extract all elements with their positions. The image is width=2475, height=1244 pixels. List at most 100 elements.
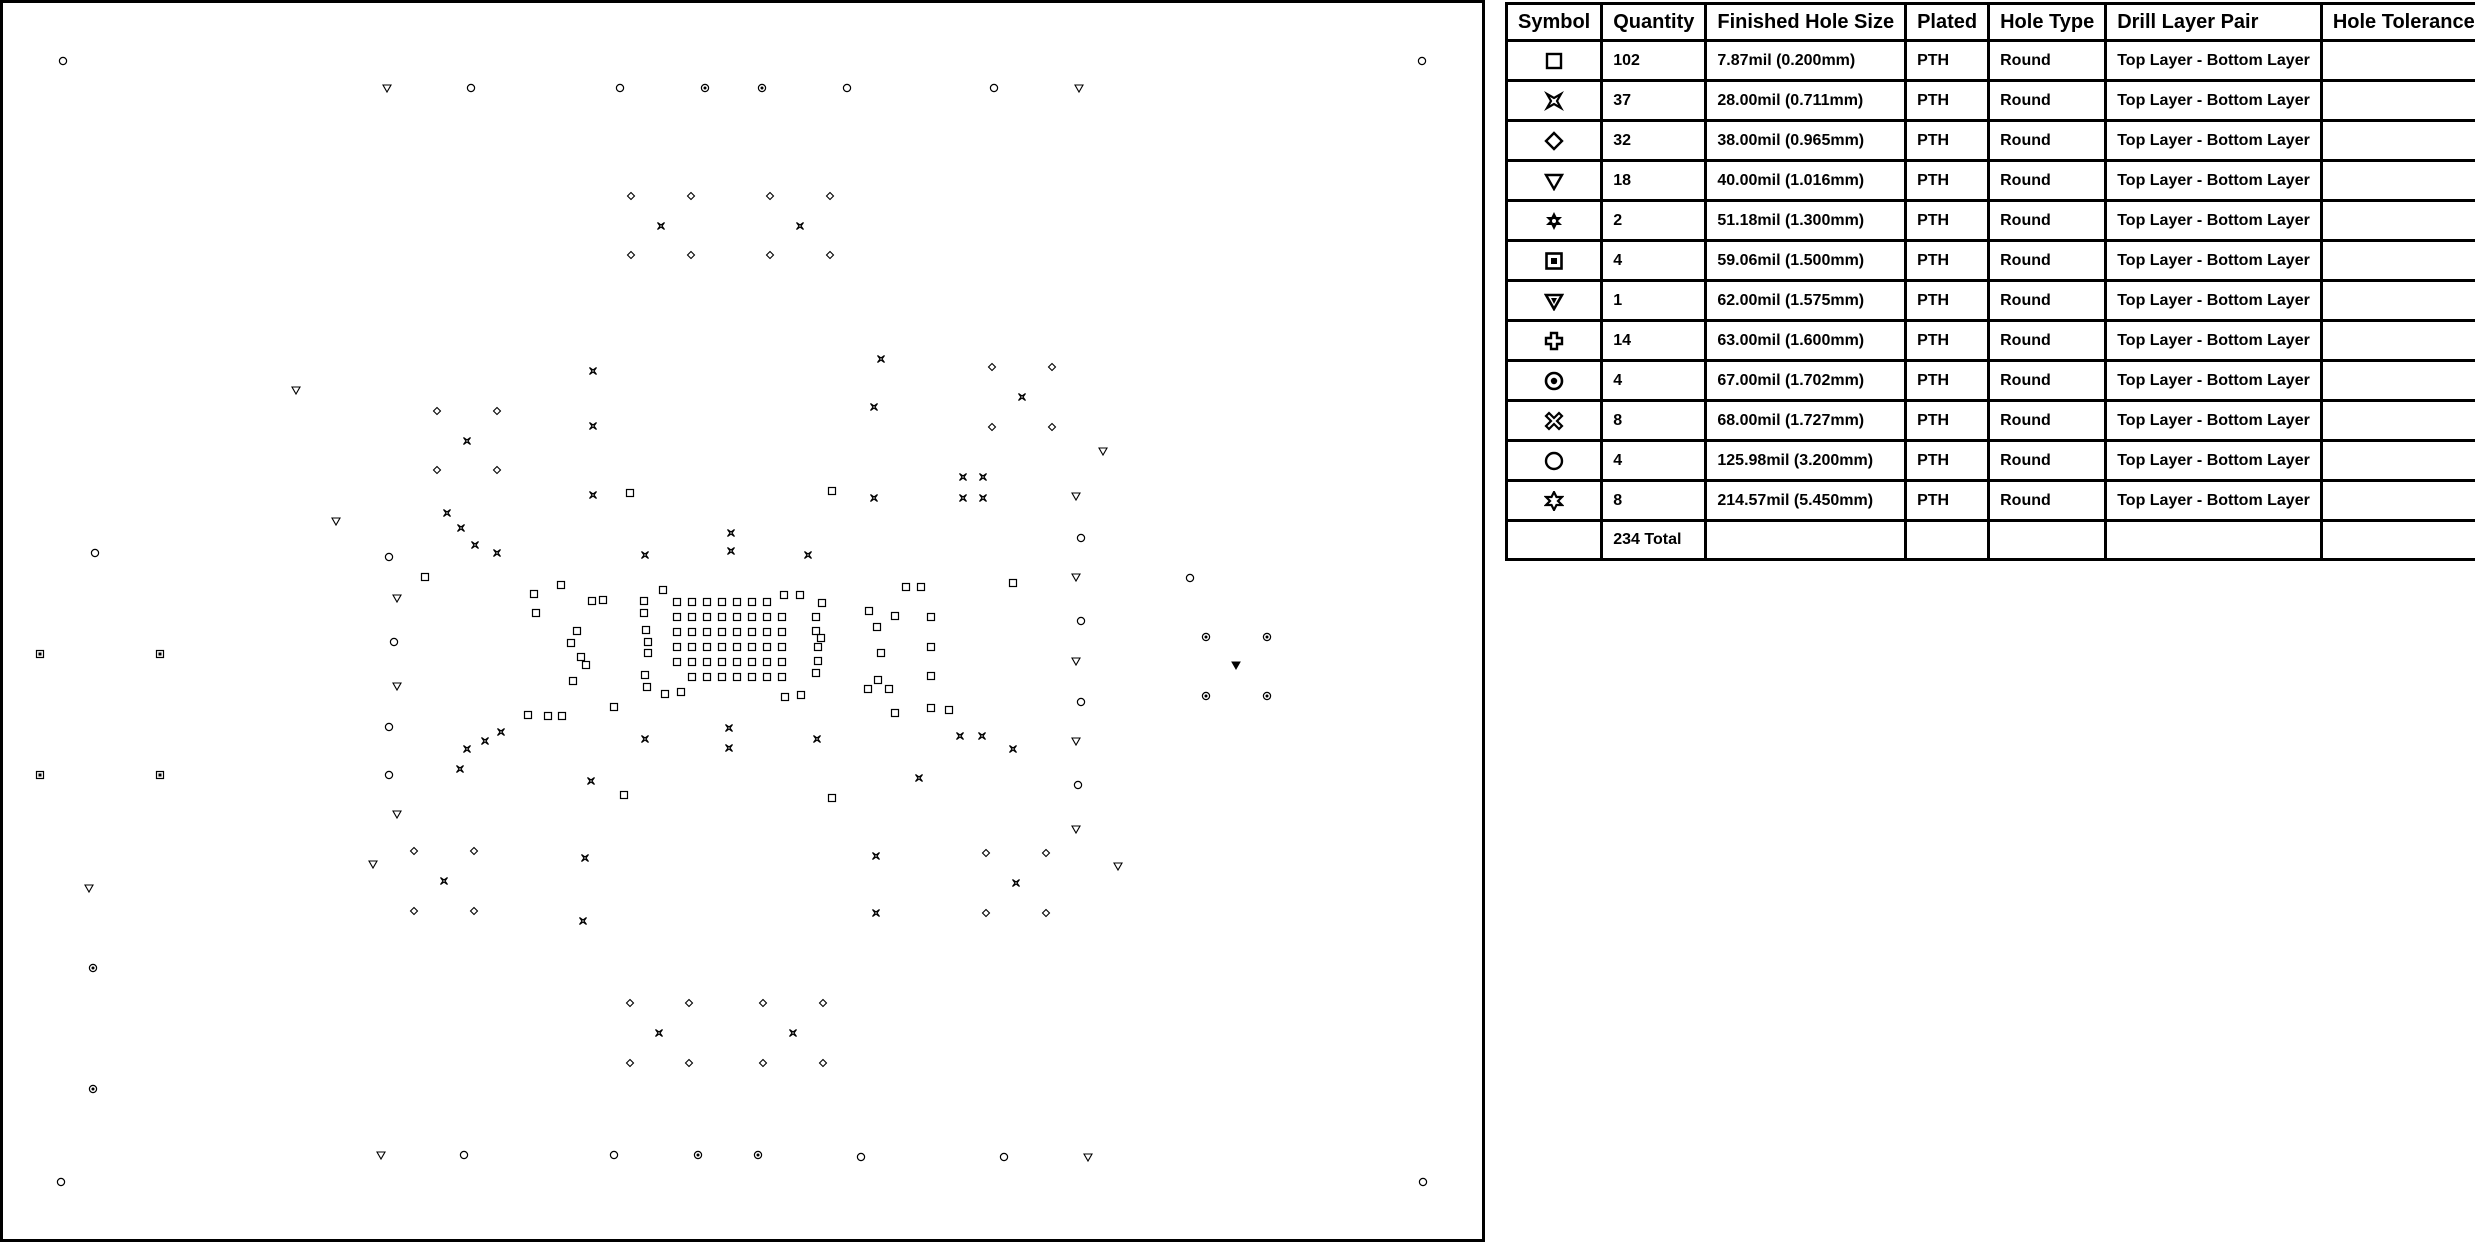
board-outline (0, 0, 1485, 1242)
row-drill-layer-pair: Top Layer - Bottom Layer (2104, 319, 2323, 362)
row-hole-type: Round (1987, 479, 2108, 522)
row-plated: PTH (1904, 359, 1991, 402)
row-finished-hole-size: 38.00mil (0.965mm) (1704, 119, 1908, 162)
row-hole-type: Round (1987, 79, 2108, 122)
row-drill-layer-pair: Top Layer - Bottom Layer (2104, 439, 2323, 482)
row-drill-layer-pair: Top Layer - Bottom Layer (2104, 39, 2323, 82)
row-finished-hole-size: 214.57mil (5.450mm) (1704, 479, 1908, 522)
diamond-icon (1504, 119, 1604, 162)
circle-double-icon (1504, 359, 1604, 402)
star-outline-icon (1504, 479, 1604, 522)
row-finished-hole-size: 59.06mil (1.500mm) (1704, 239, 1908, 282)
row-hole-type: Round (1987, 199, 2108, 242)
row-plated: PTH (1904, 399, 1991, 442)
row-quantity: 4 (1600, 439, 1708, 482)
row-hole-type: Round (1987, 399, 2108, 442)
row-quantity: 4 (1600, 359, 1708, 402)
header-hole-tolerance: Hole Tolerance (2319, 2, 2475, 42)
row-finished-hole-size: 7.87mil (0.200mm) (1704, 39, 1908, 82)
cross-outline-icon (1504, 319, 1604, 362)
row-quantity: 4 (1600, 239, 1708, 282)
row-hole-type: Round (1987, 119, 2108, 162)
row-drill-layer-pair: Top Layer - Bottom Layer (2104, 479, 2323, 522)
row-hole-type: Round (1987, 319, 2108, 362)
total-empty-cell (2104, 519, 2323, 561)
row-drill-layer-pair: Top Layer - Bottom Layer (2104, 199, 2323, 242)
row-drill-layer-pair: Top Layer - Bottom Layer (2104, 159, 2323, 202)
header-plated: Plated (1904, 2, 1991, 42)
row-finished-hole-size: 125.98mil (3.200mm) (1704, 439, 1908, 482)
square-icon (1504, 39, 1604, 82)
drill-drawing (0, 0, 1485, 1242)
row-drill-layer-pair: Top Layer - Bottom Layer (2104, 239, 2323, 282)
row-quantity: 8 (1600, 479, 1708, 522)
row-hole-tolerance (2319, 159, 2475, 202)
row-hole-tolerance (2319, 319, 2475, 362)
triangle-down-icon (1504, 159, 1604, 202)
row-quantity: 32 (1600, 119, 1708, 162)
drill-table-header: Symbol Quantity Finished Hole Size Plate… (1504, 2, 2475, 42)
square-double-icon (1504, 239, 1604, 282)
row-quantity: 8 (1600, 399, 1708, 442)
row-quantity: 18 (1600, 159, 1708, 202)
row-quantity: 37 (1600, 79, 1708, 122)
header-symbol: Symbol (1504, 2, 1604, 42)
row-hole-type: Round (1987, 239, 2108, 282)
header-quantity: Quantity (1600, 2, 1708, 42)
row-quantity: 1 (1600, 279, 1708, 322)
header-drill-layer-pair: Drill Layer Pair (2104, 2, 2323, 42)
row-finished-hole-size: 63.00mil (1.600mm) (1704, 319, 1908, 362)
drill-table: Symbol Quantity Finished Hole Size Plate… (1504, 2, 2475, 561)
row-drill-layer-pair: Top Layer - Bottom Layer (2104, 399, 2323, 442)
row-hole-type: Round (1987, 279, 2108, 322)
row-finished-hole-size: 67.00mil (1.702mm) (1704, 359, 1908, 402)
triangle-double-icon (1504, 279, 1604, 322)
hourglass-x-icon (1504, 79, 1604, 122)
total-symbol-cell (1504, 519, 1604, 561)
header-hole-type: Hole Type (1987, 2, 2108, 42)
row-plated: PTH (1904, 39, 1991, 82)
total-empty-cell (1704, 519, 1908, 561)
row-hole-tolerance (2319, 279, 2475, 322)
row-hole-tolerance (2319, 439, 2475, 482)
star-filled-icon (1504, 199, 1604, 242)
row-hole-tolerance (2319, 239, 2475, 282)
row-plated: PTH (1904, 479, 1991, 522)
row-hole-tolerance (2319, 39, 2475, 82)
row-plated: PTH (1904, 199, 1991, 242)
header-finished-hole-size: Finished Hole Size (1704, 2, 1908, 42)
circle-icon (1504, 439, 1604, 482)
row-hole-tolerance (2319, 359, 2475, 402)
row-finished-hole-size: 28.00mil (0.711mm) (1704, 79, 1908, 122)
row-drill-layer-pair: Top Layer - Bottom Layer (2104, 359, 2323, 402)
total-empty-cell (2319, 519, 2475, 561)
row-finished-hole-size: 51.18mil (1.300mm) (1704, 199, 1908, 242)
row-drill-layer-pair: Top Layer - Bottom Layer (2104, 79, 2323, 122)
row-plated: PTH (1904, 79, 1991, 122)
row-drill-layer-pair: Top Layer - Bottom Layer (2104, 119, 2323, 162)
row-hole-tolerance (2319, 399, 2475, 442)
row-plated: PTH (1904, 279, 1991, 322)
total-empty-cell (1987, 519, 2108, 561)
drill-table-total-row: 234 Total (1504, 519, 2475, 561)
row-plated: PTH (1904, 319, 1991, 362)
total-quantity: 234 Total (1600, 519, 1708, 561)
row-plated: PTH (1904, 159, 1991, 202)
total-empty-cell (1904, 519, 1991, 561)
row-finished-hole-size: 68.00mil (1.727mm) (1704, 399, 1908, 442)
row-quantity: 102 (1600, 39, 1708, 82)
row-finished-hole-size: 62.00mil (1.575mm) (1704, 279, 1908, 322)
row-hole-type: Round (1987, 359, 2108, 402)
row-hole-tolerance (2319, 199, 2475, 242)
row-plated: PTH (1904, 239, 1991, 282)
central-grid (672, 597, 787, 682)
